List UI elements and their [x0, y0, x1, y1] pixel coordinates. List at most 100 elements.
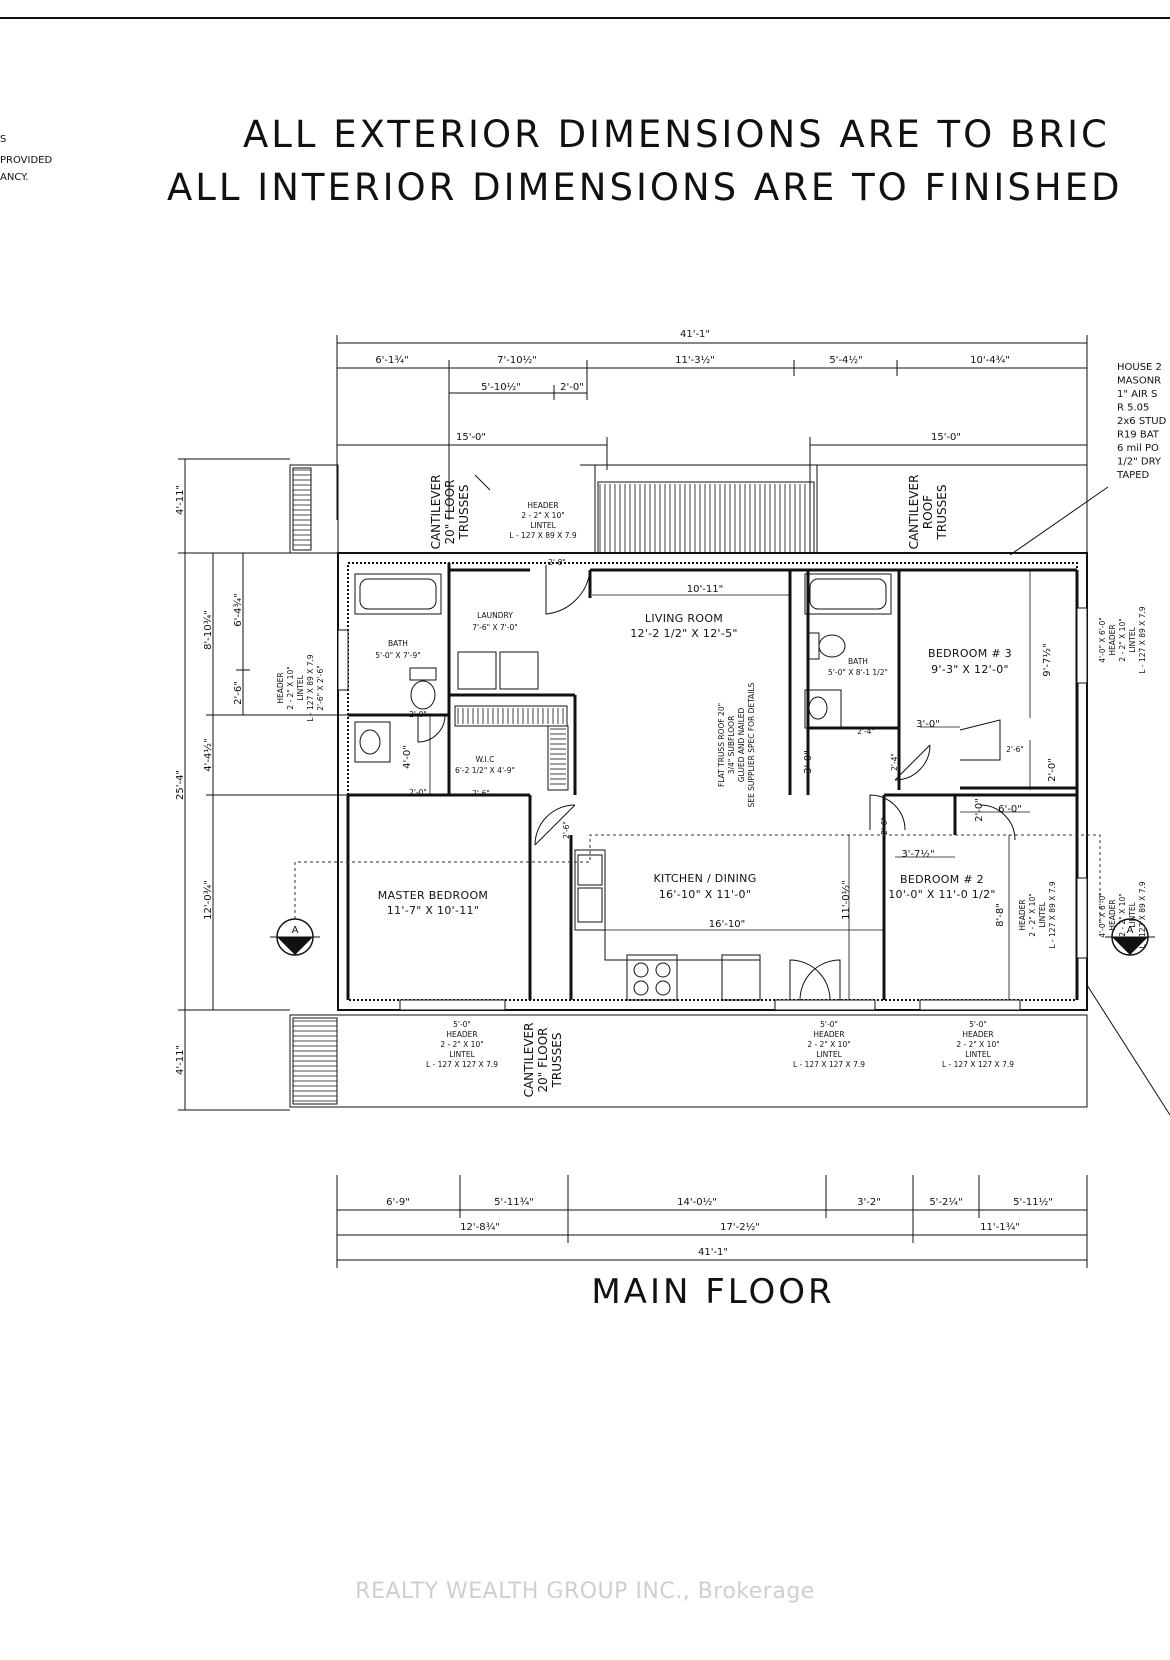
bath1-sink — [354, 721, 391, 763]
floor-title: MAIN FLOOR — [591, 1272, 834, 1312]
dim-door-2-6b: 2'-6" — [562, 821, 571, 839]
interior-dimension-lines — [429, 570, 1031, 1000]
header-right-bed2-line: L - 127 X 89 X 7.9 — [1048, 881, 1057, 948]
dim-bottom-mid2: 17'-2½" — [720, 1221, 760, 1233]
section-marker-left: A — [270, 918, 320, 956]
dim-hall-3-7: 3'-7½" — [901, 848, 934, 860]
header-top-line: LINTEL — [530, 521, 556, 530]
dim-left-a: 8'-10¾" — [203, 610, 214, 650]
header-right-bed2-line: 2 - 2" X 10" — [1028, 893, 1037, 936]
wic-shelving — [454, 705, 569, 791]
master-bedroom-name: MASTER BEDROOM — [378, 889, 488, 902]
header-bottom-right-line: L - 127 X 127 X 7.9 — [942, 1060, 1014, 1069]
cantilever-floor-bottom-line: CANTILEVER — [522, 1023, 536, 1098]
master-bedroom-size: 11'-7" X 10'-11" — [387, 904, 479, 917]
header-bottom-right-window-line: L - 127 X 89 X 7.9 — [1138, 881, 1147, 948]
wic-size: 6'-2 1/2" X 4'-9" — [455, 766, 515, 775]
dim-left-top: 4'-11" — [175, 485, 186, 515]
header-bottom-right-window-line: 2 - 2" X 10" — [1118, 893, 1127, 936]
header-right-line: LINTEL — [1128, 626, 1137, 652]
dim-door-2-4b: 2'-4" — [890, 753, 899, 771]
bath1-toilet — [409, 667, 437, 710]
deck-slats — [293, 469, 811, 553]
dim-left-total: 25'-4" — [175, 770, 186, 800]
flat-truss-note-line: GLUED AND NAILED — [737, 708, 746, 783]
header-right-line: HEADER — [1108, 624, 1117, 655]
dim-hall-6-0: 6'-0" — [998, 804, 1022, 815]
dim-bottom-seg2: 5'-11¾" — [494, 1197, 534, 1208]
header-left-line: L - 127 X 89 X 7.9 — [306, 654, 315, 721]
dim-bed3-height: 9'-7½" — [1041, 643, 1053, 676]
header-right-line: 2 - 2" X 10" — [1118, 618, 1127, 661]
header-bottom-left-line: L - 127 X 127 X 7.9 — [426, 1060, 498, 1069]
wall-spec-line: HOUSE 2 — [1117, 362, 1162, 373]
dim-door-2-0d: 2'-0" — [974, 798, 985, 822]
left-note-line2: ANCY. — [0, 172, 28, 183]
bath1-tub — [354, 573, 442, 615]
dim-top-seg2: 7'-10½" — [497, 354, 537, 366]
header-bottom-left-line: 5'-0" — [453, 1020, 471, 1029]
door-swings — [417, 565, 1016, 1001]
header-bottom-mid-line: HEADER — [813, 1030, 844, 1039]
header-top-line: 2 - 2" X 10" — [521, 511, 564, 520]
cantilever-roof-top-line: ROOF — [921, 495, 935, 529]
dim-bottom-seg3: 14'-0½" — [677, 1196, 717, 1208]
left-cut-note: S PROVIDED ANCY. — [0, 134, 52, 183]
section-marker-right-label: A — [1127, 925, 1134, 936]
header-top-line: L - 127 X 89 X 7.9 — [509, 531, 576, 540]
bath2-size: 5'-0" X 8'-1 1/2" — [828, 668, 888, 677]
header-bottom-right-line: 2 - 2" X 10" — [956, 1040, 999, 1049]
wall-spec-line: TAPED — [1116, 470, 1150, 481]
dim-bath-4-0: 4'-0" — [402, 745, 413, 769]
dim-left-d: 4'-4½" — [202, 738, 214, 771]
dim-bed2-height: 8'-8" — [995, 903, 1006, 927]
dim-door-2-0a: 2'-0" — [409, 710, 427, 719]
left-dimensions — [178, 458, 350, 1111]
dim-kitchen-height: 11'-0½" — [840, 880, 852, 920]
header-bottom-right-line: LINTEL — [965, 1050, 991, 1059]
bottom-dimensions — [336, 1175, 1088, 1268]
laundry-size: 7'-6" X 7'-0" — [472, 623, 517, 632]
bath2-name: BATH — [848, 657, 868, 666]
cantilever-roof-top-line: CANTILEVER — [907, 475, 921, 550]
dim-door-2-0b: 2'-0" — [409, 788, 427, 797]
interior-walls — [346, 563, 1079, 1000]
living-room-name: LIVING ROOM — [645, 612, 723, 625]
section-marker-right: A — [1105, 918, 1155, 956]
bath1-name: BATH — [388, 639, 408, 648]
wall-spec-line: 6 mil PO — [1117, 443, 1159, 454]
windows — [337, 607, 1088, 1011]
dim-top-sub2: 2'-0" — [560, 382, 584, 393]
header-bottom-left-line: LINTEL — [449, 1050, 475, 1059]
laundry-machines — [457, 651, 539, 690]
header-left-line: HEADER — [276, 672, 285, 703]
bath2-toilet — [806, 632, 846, 660]
header-bottom-mid-line: LINTEL — [816, 1050, 842, 1059]
header-bottom-left-line: 2 - 2" X 10" — [440, 1040, 483, 1049]
header-left-line: 2'-6" X 2'-6" — [316, 665, 325, 710]
dim-door-2-8: 2'-8" — [548, 558, 566, 567]
header-left-line: LINTEL — [296, 674, 305, 700]
wall-spec-line: 1/2" DRY — [1117, 457, 1162, 468]
dim-top-seg4: 5'-4½" — [829, 354, 862, 366]
top-deck — [289, 464, 1088, 554]
bottom-deck-slats — [293, 1020, 337, 1102]
header-bottom-left-line: HEADER — [446, 1030, 477, 1039]
bedroom2-name: BEDROOM # 2 — [900, 873, 984, 886]
dim-living-width: 10'-11" — [687, 584, 723, 595]
header-bottom-mid-line: L - 127 X 127 X 7.9 — [793, 1060, 865, 1069]
header-right-line: 4'-0" X 6'-0" — [1098, 617, 1107, 662]
bath2-sink — [804, 689, 842, 729]
dim-door-2-6d: 2'-6" — [880, 817, 889, 835]
dim-bottom-seg1: 6'-9" — [386, 1197, 410, 1208]
interior-dimension-note: ALL INTERIOR DIMENSIONS ARE TO FINISHED — [167, 166, 1123, 209]
